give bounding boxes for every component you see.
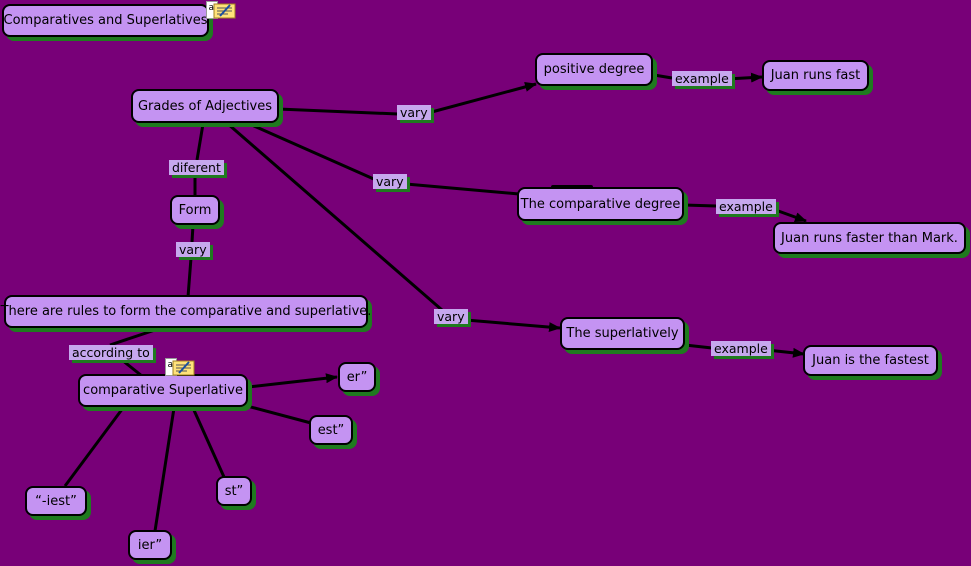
concept-grades[interactable]: Grades of Adjectives [131, 89, 279, 123]
svg-text:a: a [168, 360, 174, 370]
line-vary-rules [186, 257, 193, 298]
line-compsup-er [247, 373, 338, 389]
link-diferent[interactable]: diferent [169, 160, 224, 175]
line-grades-vary2 [244, 120, 377, 182]
concept-er[interactable]: er” [338, 362, 376, 392]
line-vary3-superlative [465, 318, 561, 333]
line-vary-positive [427, 82, 537, 115]
concept-comp-sup[interactable]: comparative Superlative [78, 374, 248, 407]
concept-superlatively[interactable]: The superlatively [560, 317, 685, 350]
line-example-juanfaster [769, 206, 807, 223]
line-compsup-est [246, 404, 312, 425]
line-according-compsup [121, 358, 143, 378]
line-rules-according [109, 328, 156, 347]
link-example-positive[interactable]: example [672, 71, 732, 86]
concept-positive[interactable]: positive degree [535, 53, 653, 86]
line-compsup-st [191, 407, 226, 478]
line-example-juanfastest [766, 347, 805, 358]
concept-st[interactable]: st” [216, 476, 252, 506]
link-according-to[interactable]: according to [69, 345, 153, 360]
concept-juan-fast[interactable]: Juan runs fast [762, 60, 869, 91]
concept-juan-fastest[interactable]: Juan is the fastest [803, 345, 938, 376]
link-example-superlative[interactable]: example [711, 341, 771, 356]
note-icon[interactable]: a [206, 1, 236, 19]
line-compsup-iest [63, 407, 125, 487]
svg-text:a: a [209, 3, 215, 13]
link-vary-positive[interactable]: vary [397, 105, 431, 120]
concept-ier[interactable]: ier” [128, 530, 172, 560]
line-superlative-example [684, 343, 713, 350]
link-vary-form[interactable]: vary [176, 242, 210, 257]
line-vary2-comparative [405, 182, 520, 196]
note-icon[interactable]: a [165, 358, 195, 376]
concept-form[interactable]: Form [170, 195, 220, 225]
line-compsup-ier [153, 407, 176, 532]
link-example-comparative[interactable]: example [716, 199, 776, 214]
link-vary-superlative[interactable]: vary [434, 309, 468, 324]
line-comparative-example [683, 203, 717, 208]
line-grades-vary3 [227, 122, 443, 312]
line-grades-diferent [195, 123, 205, 161]
line-form-vary [190, 224, 195, 243]
line-positive-example [653, 73, 673, 80]
link-vary-comparative[interactable]: vary [373, 174, 407, 189]
concept-est[interactable]: est” [309, 415, 353, 445]
concept-rules[interactable]: There are rules to form the comparative … [1, 295, 371, 328]
concept-juan-faster[interactable]: Juan runs faster than Mark. [773, 222, 966, 254]
line-grades-vary [277, 107, 399, 116]
concept-title[interactable]: Comparatives and Superlatives [2, 4, 209, 37]
concept-iest[interactable]: “-iest” [25, 486, 87, 516]
line-example-juanfast [726, 72, 763, 83]
concept-comparative[interactable]: The comparative degree [517, 187, 684, 221]
